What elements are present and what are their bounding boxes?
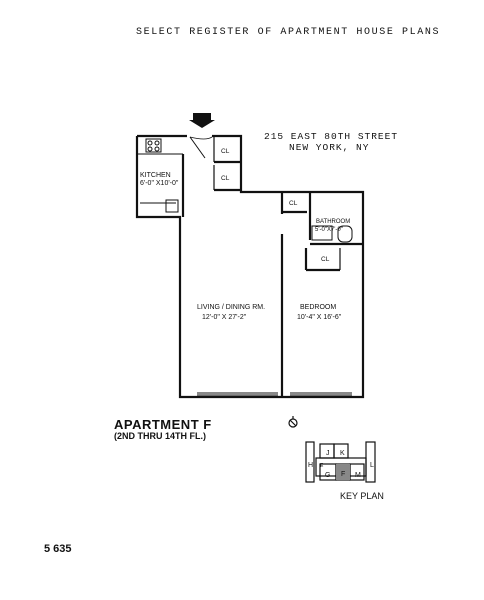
sheet-number: 5 635 [44,543,72,555]
apartment-title: APARTMENT F [114,417,212,432]
bedroom-label: BEDROOM [300,304,336,311]
address-street: 215 EAST 80TH STREET [264,131,399,142]
toilet-icon [337,225,353,243]
apartment-floors: (2ND THRU 14TH FL.) [114,431,206,441]
key-plan-label: KEY PLAN [340,491,384,501]
closet-label: CL [221,175,230,182]
page-header: SELECT REGISTER OF APARTMENT HOUSE PLANS [136,27,441,38]
bathroom-label: BATHROOM [316,219,350,225]
tub-icon [311,225,333,241]
closet-label: CL [289,200,298,207]
unit-f-highlight [336,464,350,480]
bathroom-size: 5'-0"X7'-0" [315,227,343,233]
key-plan: J K H E F L G M [305,441,376,483]
closet-label: CL [321,256,330,263]
kitchen-size: 6'-0" X10'-0" [140,180,179,187]
refrigerator-icon [165,199,179,213]
svg-text:E: E [320,463,324,469]
compass-icon [288,416,298,428]
stove-icon [145,138,162,153]
address-city: NEW YORK, NY [289,142,370,153]
svg-text:J: J [326,450,330,457]
entry-arrow-icon [189,113,215,128]
svg-text:F: F [341,471,345,478]
svg-text:K: K [340,450,345,457]
svg-text:H: H [308,462,313,469]
wall [135,134,365,399]
door-swing [189,136,206,159]
bedroom-size: 10'-4" X 16'-6" [297,314,342,321]
svg-text:L: L [370,462,374,469]
svg-text:G: G [325,472,330,479]
closet-label: CL [221,148,230,155]
svg-text:M: M [355,472,361,479]
living-label: LIVING / DINING RM. [197,304,265,311]
kitchen-label: KITCHEN [140,172,171,179]
living-size: 12'-0" X 27'-2" [202,314,247,321]
